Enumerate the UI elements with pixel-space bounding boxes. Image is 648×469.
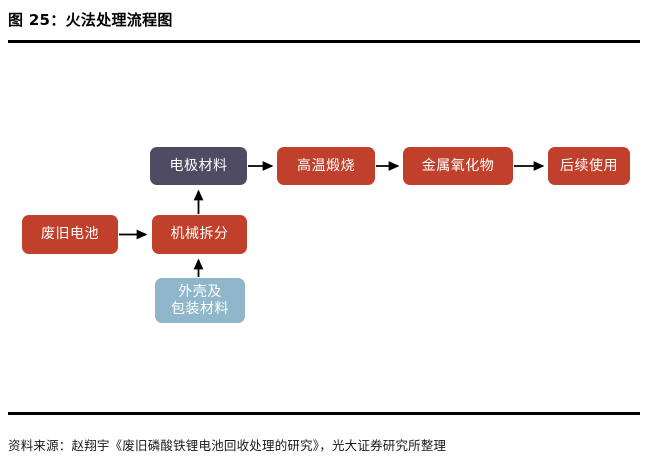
flow-node-mechanical-disassembly[interactable]: 机械拆分 <box>152 215 247 254</box>
flow-node-label: 金属氧化物 <box>421 157 495 174</box>
flow-node-shell-and-packaging-material[interactable]: 外壳及 包装材料 <box>155 278 245 323</box>
flowchart-diagram: 废旧电池 机械拆分 电极材料 外壳及 包装材料 高温煅烧 金属氧化物 后续使用 <box>0 46 648 410</box>
flow-node-label: 机械拆分 <box>170 226 229 242</box>
flow-node-electrode-material[interactable]: 电极材料 <box>150 147 247 185</box>
flow-node-metal-oxide[interactable]: 金属氧化物 <box>403 147 513 185</box>
page-title: 图 25：火法处理流程图 <box>8 11 173 29</box>
flow-node-label: 后续使用 <box>560 157 618 174</box>
flow-node-label-line1: 外壳及 <box>178 283 222 300</box>
source-note: 资料来源：赵翔宇《废旧磷酸铁锂电池回收处理的研究》，光大证券研究所整理 <box>8 438 447 453</box>
flow-node-label-line2: 包装材料 <box>171 300 229 317</box>
title-divider-top <box>8 40 640 43</box>
flow-node-waste-battery[interactable]: 废旧电池 <box>22 215 118 254</box>
flow-node-label-multiline: 外壳及 包装材料 <box>171 284 229 318</box>
flow-node-high-temperature-calcination[interactable]: 高温煅烧 <box>277 147 375 185</box>
source-divider-bottom <box>8 412 640 415</box>
flow-node-label: 高温煅烧 <box>297 157 355 174</box>
flow-node-label: 电极材料 <box>169 157 228 174</box>
flowchart-connectors <box>119 161 545 277</box>
flow-node-label: 废旧电池 <box>41 226 99 242</box>
flow-node-subsequent-use[interactable]: 后续使用 <box>548 147 630 185</box>
